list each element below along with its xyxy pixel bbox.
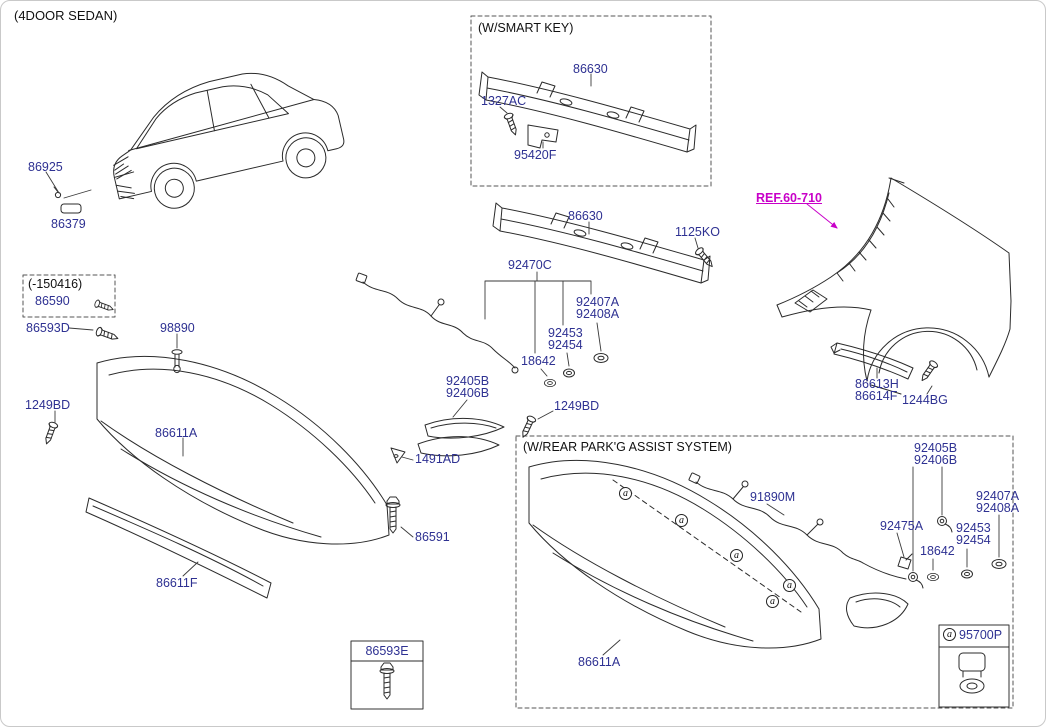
reference-leader-line xyxy=(806,203,838,229)
part-label-86379[interactable]: 86379 xyxy=(51,217,86,231)
part-label-92408a[interactable]: 92408A xyxy=(576,307,620,321)
part-label-92406b[interactable]: 92406B xyxy=(446,386,490,400)
park-grommet-part-18642 xyxy=(927,573,939,581)
part-label-86611a-left[interactable]: 86611A xyxy=(155,426,198,440)
part-label-1491ad[interactable]: 1491AD xyxy=(415,452,461,466)
part-label-92405b[interactable]: 92405B xyxy=(446,374,490,388)
date-range-title: (-150416) xyxy=(28,277,83,291)
grommet-part-18642 xyxy=(544,378,556,388)
screw-part-86590 xyxy=(93,298,115,314)
part-label-1244bg[interactable]: 1244BG xyxy=(902,393,948,407)
part-label-92454[interactable]: 92454 xyxy=(548,338,583,352)
smart-key-box-title: (W/SMART KEY) xyxy=(478,21,574,35)
park-assist-box-title: (W/REAR PARK'G ASSIST SYSTEM) xyxy=(523,440,732,454)
part-label-86613h[interactable]: 86613H xyxy=(855,377,899,391)
bracket-part-95420f xyxy=(527,124,559,149)
part-label-1125ko[interactable]: 1125KO xyxy=(675,225,720,239)
reference-link[interactable]: REF.60-710 xyxy=(756,191,823,205)
screw-part-86593d xyxy=(94,326,120,344)
part-label-86591[interactable]: 86591 xyxy=(415,530,450,544)
clip-part-86925 xyxy=(53,186,62,199)
park-part-label-92453[interactable]: 92453 xyxy=(956,521,991,535)
park-part-label-92405b[interactable]: 92405B xyxy=(914,441,958,455)
part-label-18642[interactable]: 18642 xyxy=(521,354,556,368)
park-grommet-part-92407a xyxy=(991,559,1007,569)
park-part-label-92406b[interactable]: 92406B xyxy=(914,453,958,467)
park-sensor-part-1 xyxy=(908,572,924,589)
reflector-lamps-drawing xyxy=(417,418,505,457)
sensor-holder-part-92475a xyxy=(897,553,913,570)
date-range-box xyxy=(22,274,116,318)
park-part-label-91890m[interactable]: 91890M xyxy=(750,490,796,504)
quarter-panel-drawing xyxy=(776,177,1012,395)
bolt-detail-box xyxy=(350,640,424,710)
park-part-label-86611a[interactable]: 86611A xyxy=(578,655,621,669)
park-harness-drawing-91890m xyxy=(688,472,907,580)
park-seal-part-92453 xyxy=(961,569,973,579)
bolt-part-1244bg xyxy=(917,359,940,384)
part-label-86593e[interactable]: 86593E xyxy=(365,644,409,658)
part-label-98890[interactable]: 98890 xyxy=(160,321,195,335)
leader-lines xyxy=(45,73,1000,656)
clip-part-1491ad xyxy=(390,447,406,464)
park-part-label-92408a[interactable]: 92408A xyxy=(976,501,1020,515)
park-part-label-92475a[interactable]: 92475A xyxy=(880,519,924,533)
sensor-detail-box xyxy=(938,624,1010,708)
beam-drawing-smart-key xyxy=(478,71,697,153)
grommet-part-92407a xyxy=(593,353,609,363)
screw-part-1249bd-left xyxy=(41,420,59,446)
part-label-86593d[interactable]: 86593D xyxy=(26,321,70,335)
car-illustration xyxy=(113,72,345,209)
park-sensor-part-2 xyxy=(937,516,953,533)
part-label-86611f[interactable]: 86611F xyxy=(156,576,198,590)
callout-a-marker: a xyxy=(783,579,796,592)
bumper-cover-drawing xyxy=(96,355,390,545)
part-label-86630[interactable]: 86630 xyxy=(568,209,603,223)
callout-a-marker: a xyxy=(766,595,779,608)
part-label-1249bd-left[interactable]: 1249BD xyxy=(25,398,71,412)
harness-drawing-92470c xyxy=(355,272,519,374)
bolt-part-1327ac xyxy=(503,111,521,137)
part-label-92453[interactable]: 92453 xyxy=(548,326,583,340)
park-reflector-drawing xyxy=(846,592,909,629)
part-label-92470c[interactable]: 92470C xyxy=(508,258,552,272)
callout-a-marker: a xyxy=(730,549,743,562)
page-title: (4DOOR SEDAN) xyxy=(14,8,118,23)
seal-part-92453 xyxy=(563,368,575,378)
park-bumper-cover-drawing xyxy=(528,459,822,649)
part-label-1327ac[interactable]: 1327AC xyxy=(481,94,527,108)
part-label-86925[interactable]: 86925 xyxy=(28,160,63,174)
part-label-86590[interactable]: 86590 xyxy=(35,294,70,308)
lower-strip-drawing xyxy=(85,497,272,599)
screw-part-1249bd-mid xyxy=(518,414,538,440)
part-label-92407a[interactable]: 92407A xyxy=(576,295,620,309)
park-part-label-92407a[interactable]: 92407A xyxy=(976,489,1020,503)
part-label-95420f[interactable]: 95420F xyxy=(514,148,557,162)
park-assist-box xyxy=(515,435,1014,709)
part-label-86630-smart-key[interactable]: 86630 xyxy=(573,62,608,76)
callout-a-marker: a xyxy=(619,487,632,500)
part-label-1249bd-mid[interactable]: 1249BD xyxy=(554,399,600,413)
part-label-95700p[interactable]: 95700P xyxy=(959,628,1003,642)
part-label-86614f[interactable]: 86614F xyxy=(855,389,898,403)
sensor-axis-dashed-line xyxy=(612,479,802,613)
pad-part-86379 xyxy=(60,203,82,214)
stud-part-98890 xyxy=(171,349,183,374)
park-part-label-18642[interactable]: 18642 xyxy=(920,544,955,558)
park-part-label-92454[interactable]: 92454 xyxy=(956,533,991,547)
callout-a-marker-detail: a xyxy=(943,628,956,641)
smart-key-box xyxy=(470,15,712,187)
park-sensor-detail-drawing xyxy=(958,652,986,694)
callout-a-marker: a xyxy=(675,514,688,527)
bracket-part-86613h xyxy=(830,342,914,380)
